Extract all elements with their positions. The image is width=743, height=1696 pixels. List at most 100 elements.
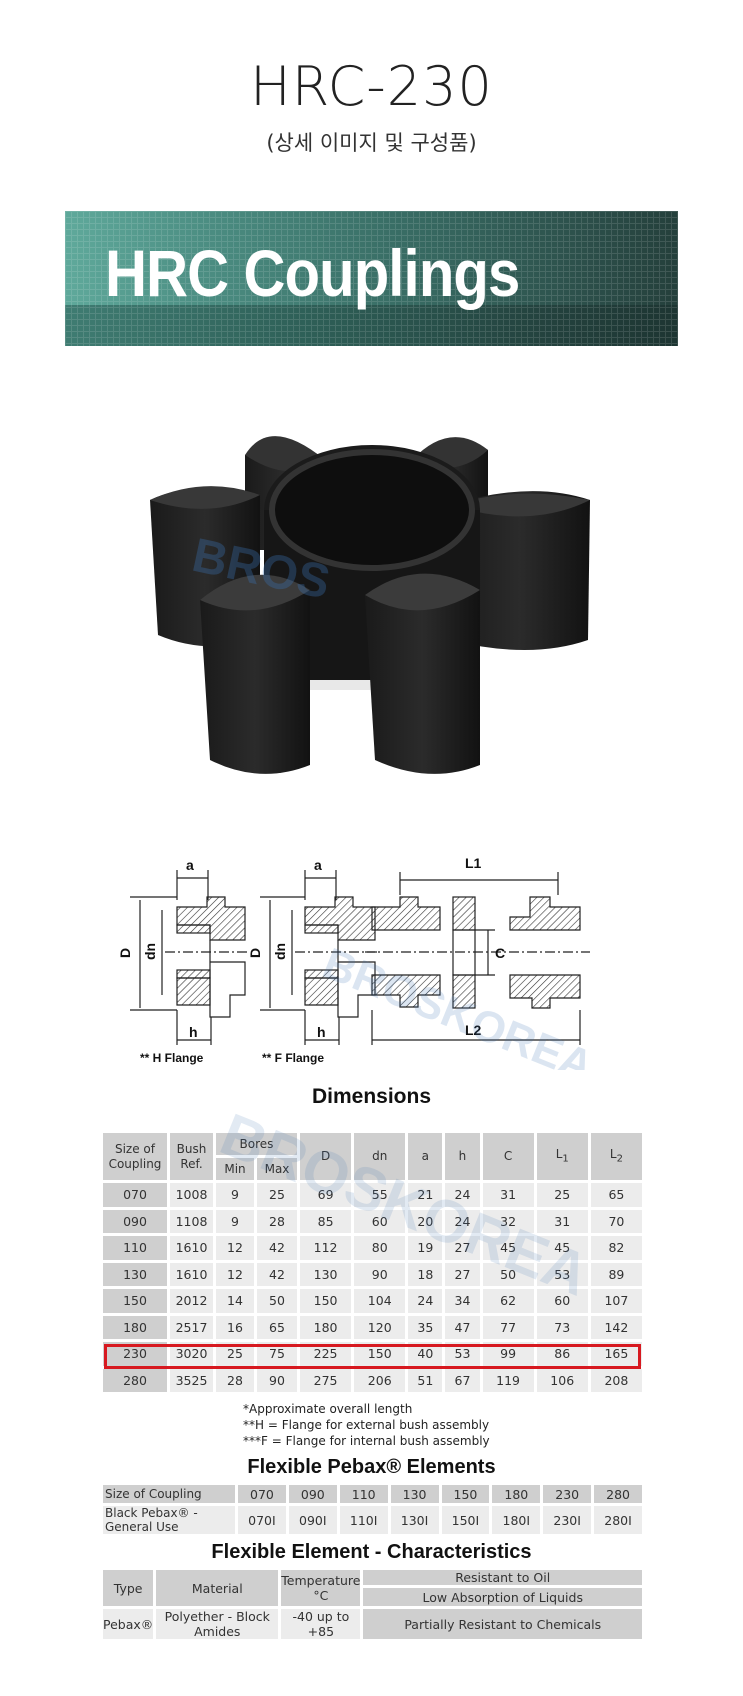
cell: 070 — [103, 1183, 167, 1207]
table-row: Black Pebax® - General Use 070I 090I 110… — [103, 1506, 642, 1534]
cell: 070 — [238, 1485, 286, 1503]
cell: 180I — [492, 1506, 541, 1534]
cell: 53 — [445, 1342, 480, 1366]
dimensions-title: Dimensions — [311, 1085, 432, 1108]
cell-temperature: -40 up to +85 — [281, 1609, 361, 1639]
property-chemicals: Partially Resistant to Chemicals — [363, 1609, 642, 1639]
cell: 60 — [536, 1289, 588, 1313]
note-h-flange: **H = Flange for external bush assembly — [243, 1418, 490, 1432]
cell: 230I — [543, 1506, 592, 1534]
col-bores: Bores — [216, 1133, 297, 1155]
cell: 130 — [103, 1262, 167, 1286]
cell: 12 — [216, 1236, 254, 1260]
cell: 73 — [536, 1315, 588, 1339]
svg-text:dn: dn — [142, 943, 158, 960]
cell: 120 — [354, 1315, 406, 1339]
col-size-of-coupling: Size of Coupling — [103, 1133, 167, 1180]
cell: 107 — [590, 1289, 642, 1313]
col-material: Material — [156, 1570, 279, 1606]
col-h: h — [445, 1133, 480, 1180]
cell: 90 — [257, 1368, 297, 1392]
col-type: Type — [103, 1570, 154, 1606]
cell: 89 — [590, 1262, 642, 1286]
cell: 130I — [390, 1506, 439, 1534]
cell: 77 — [482, 1315, 534, 1339]
cell: 1610 — [170, 1236, 213, 1260]
cell: 1610 — [170, 1262, 213, 1286]
col-C: C — [482, 1133, 534, 1180]
svg-text:BROSKOREA: BROSKOREA — [316, 939, 600, 1070]
cell: 27 — [445, 1262, 480, 1286]
L1-subscript: 1 — [562, 1153, 569, 1165]
L2-subscript: 2 — [616, 1153, 623, 1165]
cell: 47 — [445, 1315, 480, 1339]
cell: 206 — [354, 1368, 406, 1392]
cell: 2517 — [170, 1315, 213, 1339]
cell: 50 — [257, 1289, 297, 1313]
cell: 55 — [354, 1183, 406, 1207]
cell: 1008 — [170, 1183, 213, 1207]
product-image: BROS — [150, 400, 600, 780]
highlight-box-230 — [104, 1344, 641, 1369]
cell: 21 — [408, 1183, 443, 1207]
col-bush-ref: Bush Ref. — [170, 1133, 213, 1180]
cell: 75 — [257, 1342, 297, 1366]
cell: 20 — [408, 1209, 443, 1233]
svg-text:a: a — [314, 857, 322, 873]
cell: 31 — [536, 1209, 588, 1233]
cell: 150 — [103, 1289, 167, 1313]
cross-section-drawing-icon: a D dn h ** H Flange a D dn h ** F Flang… — [117, 855, 600, 1091]
cell-type: Pebax® — [103, 1609, 154, 1639]
col-L1: L1 — [536, 1133, 588, 1180]
cell: 69 — [300, 1183, 352, 1207]
cell: 85 — [300, 1209, 352, 1233]
cell: 280 — [594, 1485, 642, 1503]
svg-text:h: h — [189, 1024, 198, 1040]
cell: 225 — [300, 1342, 352, 1366]
table-row: Type Material Temperature °C Resistant t… — [103, 1570, 642, 1606]
note-approximate-length: *Approximate overall length — [243, 1402, 413, 1416]
cell: 090 — [288, 1485, 337, 1503]
cell: 51 — [408, 1368, 443, 1392]
L2-label: L — [609, 1146, 617, 1161]
cell: 53 — [536, 1262, 588, 1286]
row-label-black-pebax: Black Pebax® - General Use — [103, 1506, 235, 1534]
cell: 25 — [536, 1183, 588, 1207]
cell: 106 — [536, 1368, 588, 1392]
cell: 150I — [441, 1506, 490, 1534]
cell: 65 — [590, 1183, 642, 1207]
cell: 070I — [238, 1506, 286, 1534]
col-D: D — [300, 1133, 352, 1180]
characteristics-table: Type Material Temperature °C Resistant t… — [100, 1567, 645, 1642]
cell: 82 — [590, 1236, 642, 1260]
cell: 9 — [216, 1209, 254, 1233]
cell: 35 — [408, 1315, 443, 1339]
svg-text:D: D — [117, 948, 133, 958]
cell: 3020 — [170, 1342, 213, 1366]
cell: 3525 — [170, 1368, 213, 1392]
cell: 45 — [536, 1236, 588, 1260]
col-bores-max: Max — [257, 1158, 297, 1180]
svg-text:dn: dn — [272, 943, 288, 960]
cell: 150 — [300, 1289, 352, 1313]
banner-grid-texture — [65, 211, 678, 346]
cell: 31 — [482, 1183, 534, 1207]
cell: 70 — [590, 1209, 642, 1233]
cell: 40 — [408, 1342, 443, 1366]
svg-text:** F Flange: ** F Flange — [262, 1051, 324, 1065]
coupling-spider-icon: BROS — [150, 436, 590, 774]
svg-text:C: C — [495, 945, 505, 961]
cell: 150 — [354, 1342, 406, 1366]
page-subtitle: (상세 이미지 및 구성품) — [266, 131, 477, 155]
cell: 62 — [482, 1289, 534, 1313]
cell: 280 — [103, 1368, 167, 1392]
cell: 19 — [408, 1236, 443, 1260]
svg-text:h: h — [317, 1024, 326, 1040]
cell: 112 — [300, 1236, 352, 1260]
banner-title: HRC Couplings — [105, 236, 520, 310]
cell: 45 — [482, 1236, 534, 1260]
svg-text:L2: L2 — [465, 1022, 482, 1038]
cell: 110 — [339, 1485, 388, 1503]
